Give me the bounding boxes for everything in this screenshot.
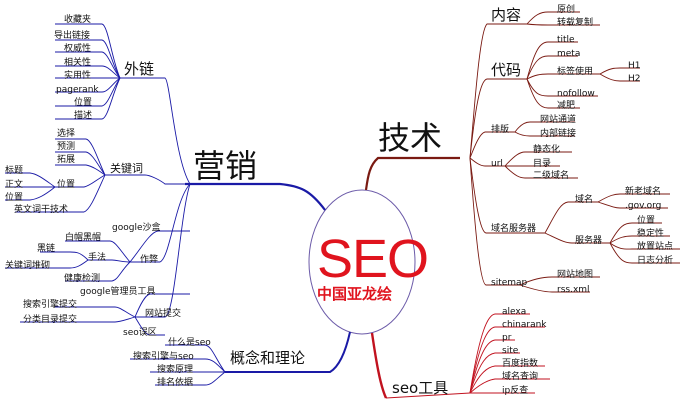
code-tags-label: 标签使用: [557, 67, 594, 77]
keywords-item: 预测: [57, 142, 76, 152]
keywords-label: 关键词: [110, 162, 143, 175]
code-item: meta: [557, 49, 581, 59]
concepts-item: 搜索引擎与seo: [133, 352, 194, 362]
outlinks-item: 位置: [74, 98, 93, 108]
submission-item: 搜索引擎提交: [23, 300, 78, 310]
domain-item: 新老域名: [625, 187, 662, 197]
cheating-label: 作弊: [140, 255, 159, 265]
code-tags-item: H2: [628, 74, 641, 84]
concepts-item: seo误区: [123, 328, 157, 338]
marketing-branch-line: [185, 182, 326, 211]
code-item: nofollow: [557, 89, 595, 99]
keywords-extra: 英文词干技术: [14, 205, 69, 215]
submission-item: google管理员工具: [80, 287, 156, 297]
content-item: 原创: [557, 5, 576, 15]
url-item: 二级域名: [533, 171, 570, 181]
host-label: 服务器: [575, 236, 603, 246]
concepts-item: 排名依据: [157, 378, 194, 388]
tools-item: alexa: [502, 307, 527, 317]
url-item: 静态化: [533, 145, 561, 155]
outlinks-item: 实用性: [64, 71, 92, 81]
content-label: 内容: [491, 6, 522, 24]
host-item: 稳定性: [637, 229, 665, 239]
techniques-item: 关键词堆砌: [5, 261, 51, 271]
layout-item: 网站通道: [540, 115, 577, 125]
tools-item: pr: [502, 333, 512, 343]
center-subtitle: 中国亚龙绘: [317, 285, 393, 303]
concepts-branch-line: [225, 331, 351, 373]
tools-item: chinarank: [502, 320, 547, 330]
code-item: 减肥: [557, 101, 576, 111]
technology-branch-line: [364, 156, 460, 191]
keywords-item: 选择: [57, 129, 76, 139]
concepts-item: 什么是seo: [168, 338, 211, 348]
layout-label: 排版: [491, 125, 510, 135]
technology-label: 技术: [378, 119, 443, 157]
submission-item: 分类目录提交: [23, 315, 78, 325]
techniques-item: 黑链: [37, 244, 56, 254]
url-item: 目录: [533, 159, 552, 169]
concepts-label: 概念和理论: [230, 349, 306, 367]
keywords-position-item: 位置: [5, 193, 24, 203]
outlinks-item: 导出链接: [54, 31, 91, 41]
tools-branch-line: [370, 332, 388, 399]
keywords-position-label: 位置: [57, 180, 76, 190]
tools-item: ip反查: [502, 386, 529, 396]
hats-label: 白帽黑帽: [65, 233, 102, 243]
keywords-position-item: 标题: [5, 166, 24, 176]
code-item: title: [557, 35, 575, 45]
tools-item: 域名查询: [502, 372, 539, 382]
outlinks-label: 外链: [124, 60, 155, 78]
host-item: 位置: [637, 216, 656, 226]
outlinks-item: pagerank: [56, 85, 99, 95]
domain-item: .gov.org: [625, 201, 662, 211]
technology-connectors: [469, 11, 680, 293]
url-label: url: [491, 159, 503, 169]
sitemap-label: sitemap: [491, 278, 528, 288]
host-item: 日志分析: [637, 256, 674, 266]
layout-item: 内部链接: [540, 129, 577, 139]
outlinks-item: 收藏夹: [64, 15, 92, 25]
sandbox-label: google沙盒: [112, 223, 161, 233]
host-item: 放置站点: [637, 242, 674, 252]
submission-label: 网站提交: [145, 309, 182, 319]
sitemap-item: rss.xml: [557, 285, 590, 295]
tools-item: 百度指数: [502, 359, 539, 369]
code-label: 代码: [491, 61, 522, 79]
sitemap-item: 网站地图: [557, 270, 594, 280]
tools-label: seo工具: [392, 379, 449, 397]
outlinks-item: 权威性: [64, 44, 92, 54]
techniques-label: 手法: [88, 253, 107, 263]
code-tags-item: H1: [628, 61, 641, 71]
health-label: 健康检测: [64, 274, 101, 284]
tools-connectors: [385, 313, 550, 399]
domain-label: 域名: [575, 195, 594, 205]
center-node: [308, 189, 416, 335]
server-label: 域名服务器: [491, 224, 537, 234]
keywords-position-item: 正文: [5, 180, 24, 190]
center-title: SEO: [317, 229, 429, 289]
outlinks-item: 描述: [74, 111, 93, 121]
marketing-label: 营销: [193, 147, 258, 185]
keywords-item: 拓展: [57, 155, 76, 165]
marketing-connectors: [5, 23, 226, 386]
concepts-item: 搜索原理: [157, 365, 194, 375]
tools-item: site: [502, 346, 519, 356]
outlinks-item: 相关性: [64, 58, 92, 68]
content-item: 转载复制: [557, 18, 594, 28]
